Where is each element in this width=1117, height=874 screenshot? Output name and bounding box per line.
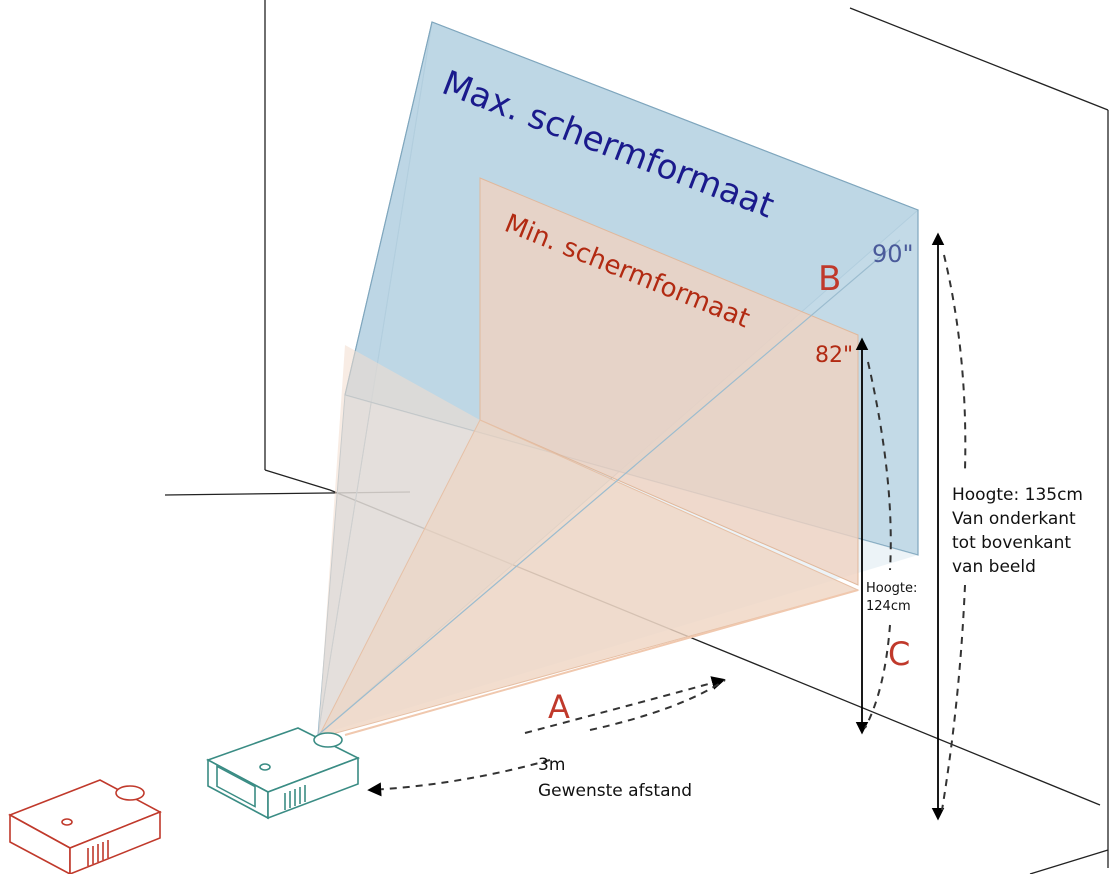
- point-b-label: B: [818, 259, 841, 299]
- room-floor-left-edge: [264, 469, 331, 491]
- distance-caption: Gewenste afstand: [538, 781, 692, 801]
- dashed-curves: [367, 254, 967, 811]
- point-a-label: A: [548, 688, 570, 726]
- projector-near-icon: [206, 727, 360, 820]
- height-max-line2: Van onderkant: [952, 509, 1076, 529]
- distance-value: 3m: [538, 755, 565, 775]
- height-max-curve-upper: [943, 254, 967, 471]
- height-min-line1: Hoogte:: [866, 581, 917, 596]
- height-c-curve: [864, 624, 891, 729]
- max-size-label: 90": [872, 240, 914, 268]
- min-beam-front: [317, 419, 860, 739]
- right-wall-bottom: [1029, 849, 1109, 874]
- min-screen-bottom-edge: [344, 589, 859, 736]
- height-max-line4: van beeld: [952, 557, 1036, 577]
- distance-curve-lower: [367, 759, 551, 797]
- right-wall-top: [849, 7, 1109, 111]
- height-max-curve-lower: [941, 584, 966, 811]
- height-min-curve: [867, 361, 892, 571]
- projector-far-icon: [8, 779, 162, 874]
- screen-diagonal-line: [317, 239, 901, 736]
- min-size-label: 82": [815, 343, 853, 368]
- min-screen-volume: [317, 177, 860, 739]
- distance-curve-mid: [589, 679, 726, 731]
- height-min-line2: 124cm: [866, 599, 911, 614]
- height-max-value: Hoogte: 135cm: [952, 485, 1083, 505]
- height-max-line3: tot bovenkant: [952, 533, 1071, 553]
- point-c-label: C: [888, 635, 910, 673]
- distance-curve-upper: [524, 676, 726, 734]
